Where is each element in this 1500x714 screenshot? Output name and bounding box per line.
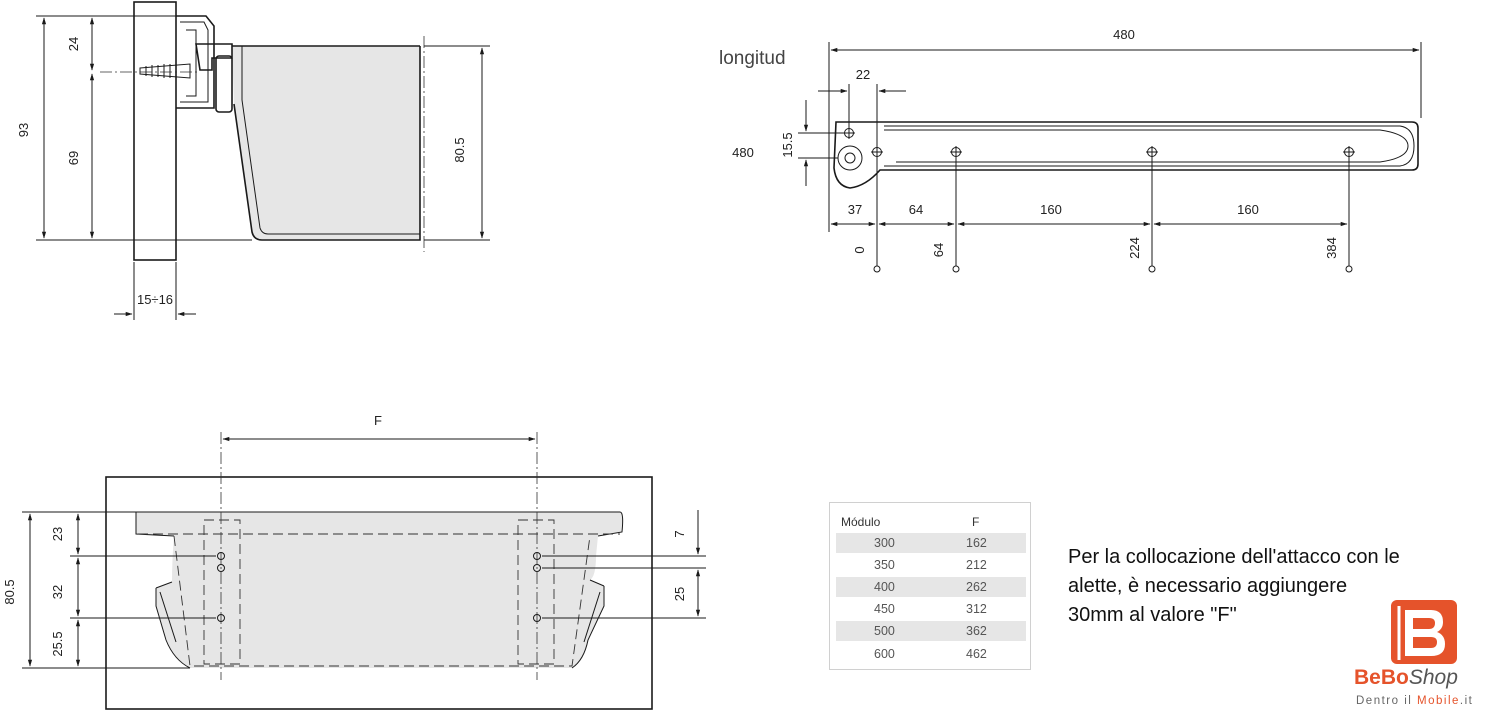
- table-row: 300 162: [836, 533, 1026, 553]
- front-dim-7: 7: [672, 530, 687, 537]
- left-clip-outline: [203, 519, 241, 665]
- screw: [139, 63, 191, 79]
- logo-b-icon: [1391, 600, 1457, 664]
- front-view: F 80.5 23 32 25.5 7 25: [2, 413, 706, 710]
- offset-22-label: 22: [856, 67, 870, 82]
- note-line: Per la collocazione dell'attacco con le: [1068, 546, 1400, 568]
- rail-view: 480 22 15.5 480 37 64 160 160 0 64 224 3…: [732, 27, 1422, 273]
- spacing-160-a: 160: [1040, 202, 1062, 217]
- dim-93-label: 93: [16, 123, 31, 137]
- bebo-shop-logo[interactable]: BeBoShop Dentro il Mobile.it: [1354, 600, 1500, 710]
- drawer-silhouette: [136, 512, 623, 668]
- dim-15-16-label: 15÷16: [137, 292, 173, 307]
- table-row: 600 462: [874, 647, 987, 661]
- spacing-37: 37: [848, 202, 862, 217]
- height-15-5-label: 15.5: [780, 132, 795, 157]
- table-row: 400 262: [836, 577, 1026, 597]
- front-dim-25: 25: [672, 587, 687, 601]
- mount-holes: [843, 127, 1355, 158]
- front-dim-80-5: 80.5: [2, 579, 17, 604]
- dim-69-label: 69: [66, 151, 81, 165]
- longitud-label: longitud: [719, 48, 786, 69]
- front-dim-23: 23: [50, 527, 65, 541]
- front-panel: [105, 476, 653, 710]
- panel-wall: [133, 1, 177, 261]
- rail-length-label: 480: [1113, 27, 1135, 42]
- installation-note: Per la collocazione dell'attacco con le …: [1068, 543, 1498, 630]
- logo-name: BeBoShop: [1354, 666, 1458, 689]
- dim-80-5-label: 80.5: [452, 137, 467, 162]
- module-table: Módulo F 300 162 350 212 400 262 450 312…: [829, 502, 1031, 670]
- rail-body: [833, 121, 1419, 189]
- table-row: 350 212: [874, 558, 987, 572]
- side-section-view: 24 93 69 80.5 15÷16: [16, 1, 490, 320]
- front-dim-32: 32: [50, 585, 65, 599]
- drawer-body: [232, 46, 420, 240]
- spacing-160-b: 160: [1237, 202, 1259, 217]
- spacing-64: 64: [909, 202, 923, 217]
- dim-24-label: 24: [66, 37, 81, 51]
- position-384: 384: [1324, 237, 1339, 259]
- table-row: 450 312: [874, 602, 987, 616]
- position-224: 224: [1127, 237, 1142, 259]
- logo-tagline: Dentro il Mobile.it: [1356, 695, 1474, 707]
- rail-length-left-label: 480: [732, 145, 754, 160]
- col-modulo-header: Módulo: [841, 515, 881, 529]
- note-line: alette, è necessario aggiungere: [1068, 575, 1348, 597]
- position-64: 64: [931, 243, 946, 257]
- dim-f-label: F: [374, 413, 382, 428]
- front-holes: [217, 552, 541, 622]
- front-dim-25-5: 25.5: [50, 631, 65, 656]
- note-line: 30mm al valore "F": [1068, 604, 1237, 626]
- clip-mechanism: [176, 15, 215, 109]
- col-f-header: F: [972, 515, 980, 529]
- table-header: Módulo F: [830, 515, 1030, 531]
- right-clip-outline: [517, 519, 555, 665]
- position-0: 0: [852, 246, 867, 253]
- table-row: 500 362: [836, 621, 1026, 641]
